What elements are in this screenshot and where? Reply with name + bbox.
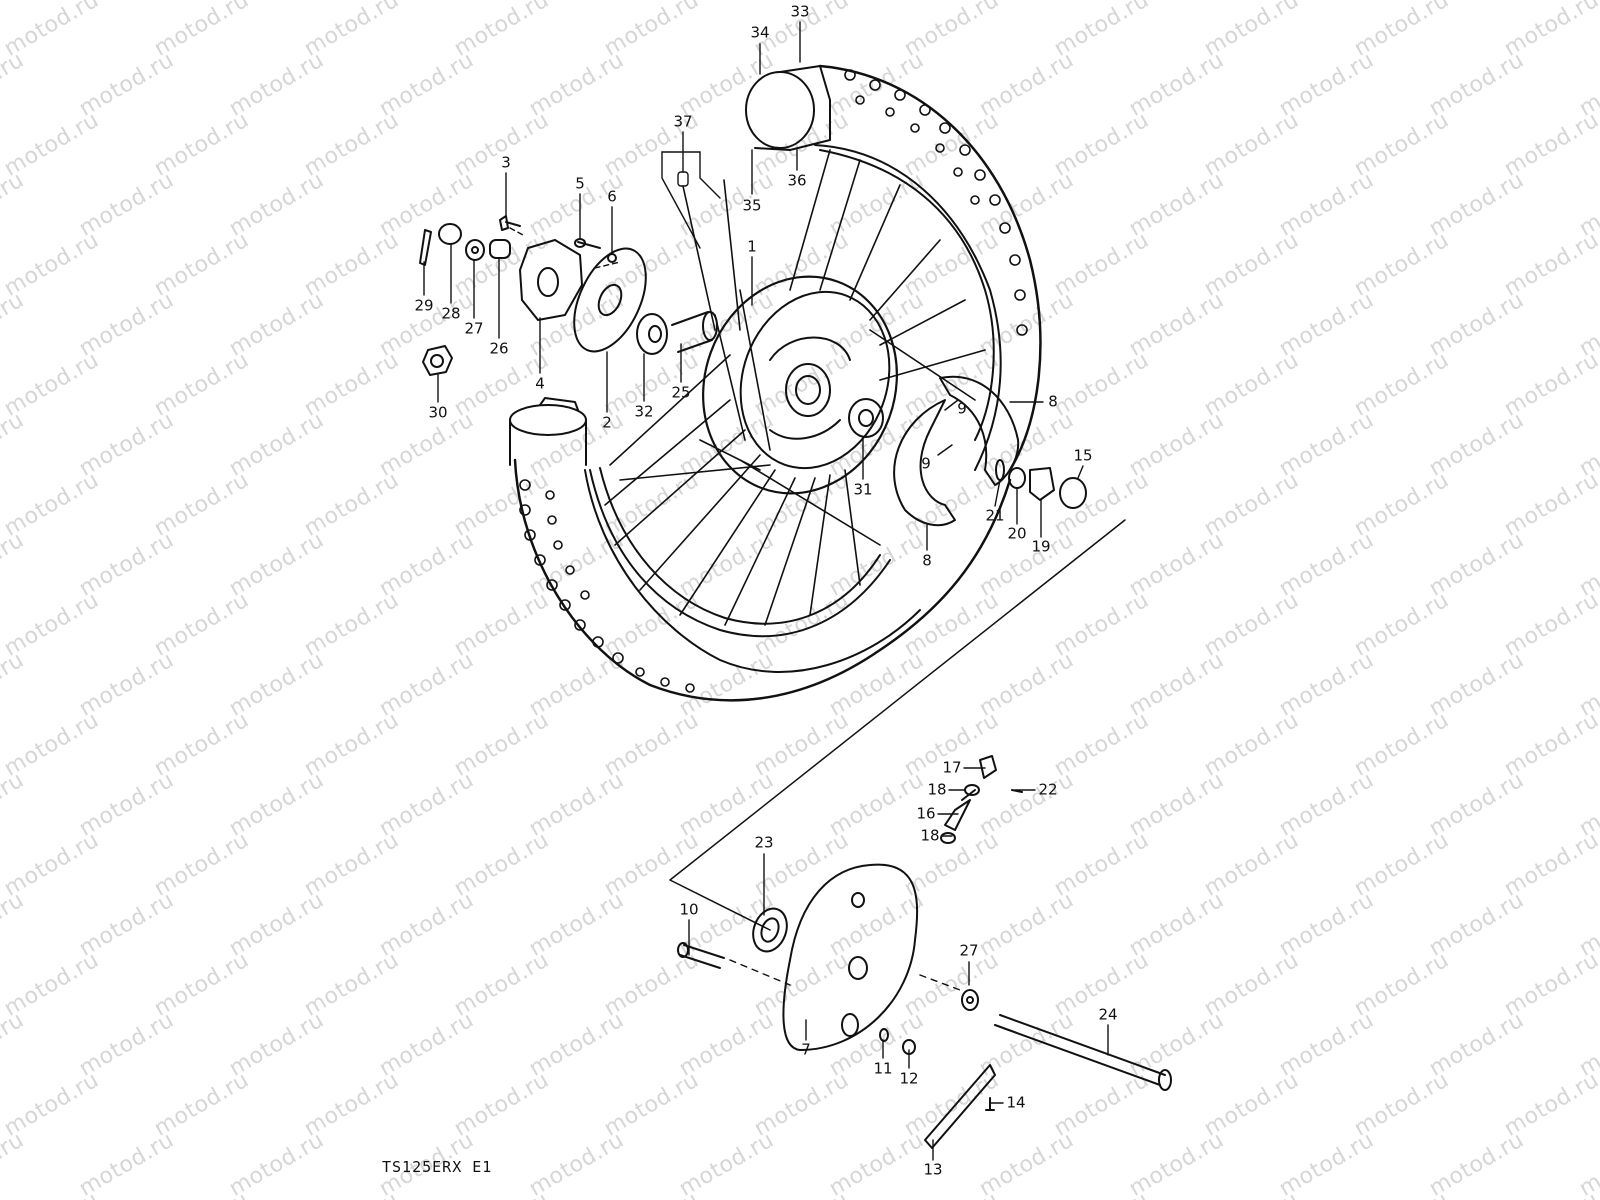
part-label-26: 26 (489, 339, 509, 358)
part-label-33: 33 (790, 2, 810, 21)
part-label-7: 7 (801, 1040, 811, 1059)
part-label-28: 28 (441, 304, 461, 323)
part-label-29: 29 (414, 296, 434, 315)
part-label-11: 11 (873, 1059, 893, 1078)
part-label-31: 31 (853, 480, 873, 499)
left-hub-parts (419, 151, 884, 438)
tire-drawing (509, 64, 1042, 702)
part-label-9: 9 (957, 399, 967, 418)
part-label-21: 21 (985, 506, 1005, 525)
part-label-14: 14 (1006, 1093, 1026, 1112)
part-label-35: 35 (742, 196, 762, 215)
part-label-13: 13 (923, 1160, 943, 1179)
part-label-23: 23 (754, 833, 774, 852)
part-label-15: 15 (1073, 446, 1093, 465)
part-label-25: 25 (671, 383, 691, 402)
part-label-5: 5 (575, 174, 585, 193)
leader-lines (423, 21, 1109, 1161)
part-label-30: 30 (428, 403, 448, 422)
part-label-32: 32 (634, 402, 654, 421)
part-label-17: 17 (942, 758, 962, 777)
part-label-16: 16 (916, 804, 936, 823)
rim-drawing (589, 144, 1002, 638)
part-label-19: 19 (1031, 537, 1051, 556)
part-label-4: 4 (535, 374, 545, 393)
part-label-27: 27 (959, 941, 979, 960)
part-label-18: 18 (927, 780, 947, 799)
part-label-9: 9 (921, 454, 931, 473)
part-label-18: 18 (920, 826, 940, 845)
part-label-24: 24 (1098, 1005, 1118, 1024)
spokes-drawing (604, 149, 986, 626)
part-label-12: 12 (899, 1069, 919, 1088)
hub-drawing (702, 275, 898, 495)
part-label-20: 20 (1007, 524, 1027, 543)
part-label-10: 10 (679, 900, 699, 919)
part-label-6: 6 (607, 187, 617, 206)
brake-panel-parts (677, 755, 1172, 1149)
part-label-36: 36 (787, 171, 807, 190)
assembly-line (669, 519, 1126, 931)
part-label-34: 34 (750, 23, 770, 42)
part-label-8: 8 (1048, 392, 1058, 411)
part-label-1: 1 (747, 237, 757, 256)
part-label-2: 2 (602, 413, 612, 432)
part-label-8: 8 (922, 551, 932, 570)
part-label-37: 37 (673, 112, 693, 131)
model-code: TS125ERX E1 (382, 1158, 493, 1176)
part-label-3: 3 (501, 153, 511, 172)
part-label-27: 27 (464, 319, 484, 338)
part-label-22: 22 (1038, 780, 1058, 799)
